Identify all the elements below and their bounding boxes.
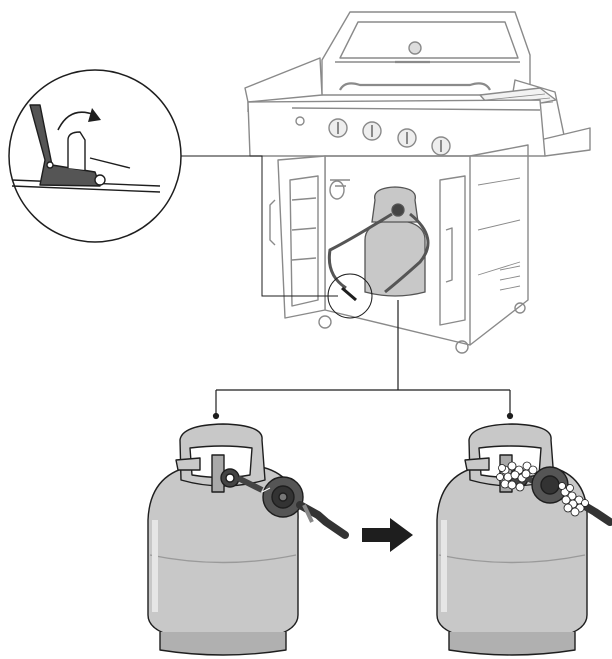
connector-lines (212, 300, 514, 420)
grill-overview (244, 11, 591, 354)
detail-leader-line (181, 155, 338, 297)
cylinder-foot-left (159, 632, 287, 656)
cart-right-side (469, 144, 529, 346)
door-handle (269, 199, 276, 246)
detail-magnifier (8, 69, 182, 243)
left-side-shelf (244, 57, 323, 103)
burner-knobs (328, 118, 451, 156)
lid-handle (339, 82, 491, 91)
clamp-pivot (46, 161, 54, 169)
right-door-handle (445, 227, 453, 283)
caster-front-left (318, 315, 332, 329)
cylinder-foot-right (448, 632, 576, 656)
cylinder-before (147, 423, 349, 656)
hose-left (296, 501, 349, 539)
caster-rear (514, 302, 526, 314)
caster-front-right (455, 340, 469, 354)
grill-cylinder-valve (391, 203, 405, 217)
detail-target-circle (327, 273, 373, 319)
grill-cylinder (327, 186, 430, 297)
ignition-button (295, 116, 305, 126)
leak-test-bubbles (496, 461, 589, 517)
cylinder-after (436, 423, 612, 656)
control-panel (247, 99, 546, 157)
detail-callout (8, 69, 373, 319)
brand-emblem (408, 41, 422, 55)
direction-arrow-icon (362, 518, 413, 552)
